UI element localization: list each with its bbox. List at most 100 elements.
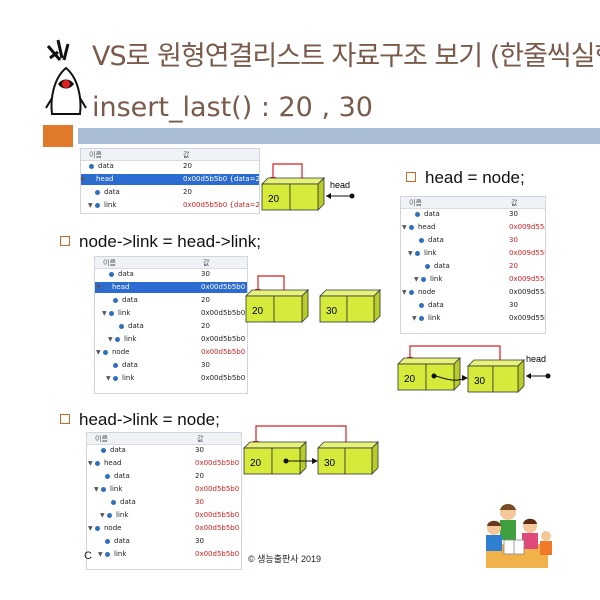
expand-toggle-icon[interactable]: ▼ <box>102 310 107 317</box>
watch-row[interactable]: ▼link0x009d55b0 {da <box>401 313 545 324</box>
watch-name: node <box>112 348 130 356</box>
watch-name: data <box>104 188 120 196</box>
watch-name: link <box>124 335 137 343</box>
watch-value: 30 <box>201 361 210 369</box>
variable-icon <box>115 337 120 342</box>
watch-name: data <box>428 236 444 244</box>
watch-value: 0x009d55a0 {da <box>509 223 545 231</box>
variable-icon <box>109 311 114 316</box>
accent-bar-blue <box>78 128 600 144</box>
watch-value: 30 <box>509 210 518 218</box>
expand-toggle-icon[interactable]: ▼ <box>402 224 407 231</box>
watch-name: data <box>98 162 114 170</box>
head-label-right: head <box>526 354 547 364</box>
watch-row[interactable]: ▼ link 0x00d5b5b0 {da <box>87 510 241 521</box>
watch-name: head <box>104 459 122 467</box>
watch-row[interactable]: ▼head0x009d55a0 {da <box>401 222 545 233</box>
watch-value: 20 <box>201 322 210 330</box>
watch-value: 0x00d5b5b0 {da <box>195 485 241 493</box>
expand-toggle-icon[interactable]: ▼ <box>98 551 103 558</box>
expand-toggle-icon[interactable]: ▼ <box>108 336 113 343</box>
watch-row[interactable]: ▼link0x009d55a0 {da <box>401 274 545 285</box>
watch-name: link <box>428 314 441 322</box>
watch-name: data <box>114 472 130 480</box>
variable-icon <box>419 238 424 243</box>
expand-toggle-icon[interactable]: ▼ <box>412 315 417 322</box>
java-duke-mascot-icon <box>44 38 88 118</box>
watch-value: 0x00d5b5b0 {da <box>195 511 241 519</box>
variable-icon <box>421 277 426 282</box>
watch-row[interactable]: data 30 <box>401 300 545 311</box>
watch-name: data <box>110 446 126 454</box>
bullet-square-icon <box>60 413 70 424</box>
variable-icon <box>87 177 92 182</box>
expand-toggle-icon[interactable]: ▼ <box>88 525 93 532</box>
watch-row[interactable]: data 20 <box>95 295 247 306</box>
variable-icon <box>113 376 118 381</box>
watch-value: 30 <box>195 446 204 454</box>
watch-name: link <box>104 201 117 209</box>
expand-toggle-icon[interactable]: ▼ <box>96 284 101 291</box>
watch-name: link <box>430 275 443 283</box>
expand-toggle-icon[interactable]: ▼ <box>88 202 93 209</box>
watch-value: 30 <box>509 301 518 309</box>
head-label-top: head <box>330 180 351 190</box>
variable-icon <box>113 363 118 368</box>
watch-row[interactable]: data 30 <box>87 445 241 456</box>
expand-toggle-icon[interactable]: ▼ <box>414 276 419 283</box>
variable-icon <box>101 487 106 492</box>
svg-text:30: 30 <box>474 376 486 387</box>
watch-name: link <box>116 511 129 519</box>
expand-toggle-icon[interactable]: ▼ <box>88 460 93 467</box>
watch-row[interactable]: ▼node0x009d55a0 {da <box>401 287 545 298</box>
watch-name: link <box>424 249 437 257</box>
watch-value: 0x00d5b5b0 {da <box>201 283 247 291</box>
expand-toggle-icon[interactable]: ▼ <box>106 375 111 382</box>
svg-text:20: 20 <box>250 458 262 469</box>
svg-text:20: 20 <box>268 194 280 205</box>
expand-toggle-icon[interactable]: ▼ <box>408 250 413 257</box>
svg-text:30: 30 <box>324 458 336 469</box>
watch-value: 20 <box>201 296 210 304</box>
expand-toggle-icon[interactable]: ▼ <box>96 349 101 356</box>
watch-name: data <box>114 537 130 545</box>
watch-row[interactable]: ▼link0x009d55b0 {da <box>401 248 545 259</box>
accent-bar-orange <box>43 125 73 147</box>
watch-name: data <box>122 296 138 304</box>
linked-list-diagram-right: 20 30 <box>396 338 556 400</box>
expand-toggle-icon[interactable]: ▼ <box>100 512 105 519</box>
watch-value: 0x00d5b5b0 {da <box>201 309 247 317</box>
watch-name: data <box>424 210 440 218</box>
node-20: 20 <box>397 357 461 391</box>
svg-text:20: 20 <box>404 374 416 385</box>
expand-toggle-icon[interactable]: ▼ <box>94 486 99 493</box>
watch-row[interactable]: data 30 <box>401 209 545 220</box>
slide-subtitle: insert_last() : 20 , 30 <box>92 92 373 123</box>
watch-name: data <box>428 301 444 309</box>
expand-toggle-icon[interactable]: ▼ <box>402 289 407 296</box>
expand-toggle-icon[interactable]: ▼ <box>80 176 85 183</box>
watch-value: 0x009d55a0 {da <box>509 288 545 296</box>
